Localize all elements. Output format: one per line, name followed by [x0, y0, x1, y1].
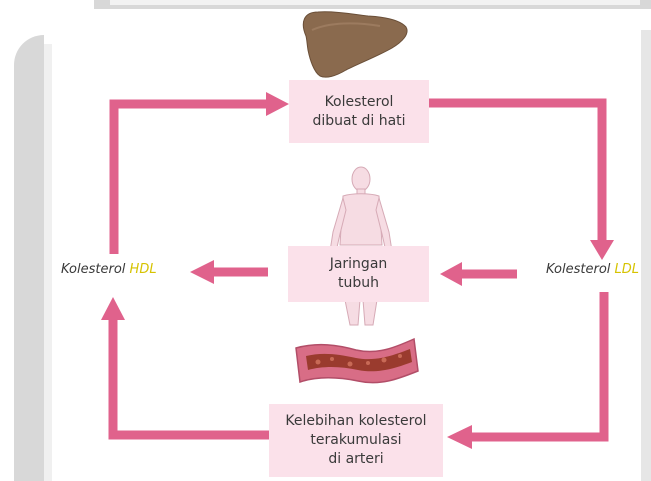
box-body-tissue: Jaringan tubuh: [288, 246, 429, 302]
box-artery-line-2: terakumulasi: [310, 431, 401, 450]
arrow-ldl-to-tissue: [440, 262, 517, 286]
label-ldl-highlight: LDL: [615, 262, 640, 277]
box-liver-line-1: Kolesterol: [325, 93, 394, 112]
label-hdl-highlight: HDL: [130, 262, 157, 277]
box-artery-line-3: di arteri: [328, 450, 383, 469]
arrow-tissue-to-hdl: [190, 260, 268, 284]
arrow-liver-to-ldl: [429, 103, 614, 260]
box-cholesterol-made-in-liver: Kolesterol dibuat di hati: [289, 80, 429, 143]
liver-image: [303, 12, 407, 77]
box-excess-cholesterol-in-artery: Kelebihan kolesterol terakumulasi di art…: [269, 404, 443, 477]
label-ldl-prefix: Kolesterol: [546, 262, 615, 277]
box-liver-line-2: dibuat di hati: [312, 112, 405, 131]
box-tissue-line-1: Jaringan: [330, 255, 388, 274]
box-artery-line-1: Kelebihan kolesterol: [285, 412, 426, 431]
label-hdl-cholesterol: Kolesterol HDL: [61, 262, 157, 277]
arrow-ldl-to-artery: [447, 292, 604, 449]
label-hdl-prefix: Kolesterol: [61, 262, 130, 277]
arrow-artery-to-hdl: [101, 297, 269, 435]
artery-image: [296, 339, 418, 383]
label-ldl-cholesterol: Kolesterol LDL: [546, 262, 639, 277]
box-tissue-line-2: tubuh: [338, 274, 379, 293]
arrow-hdl-to-liver: [114, 92, 289, 254]
